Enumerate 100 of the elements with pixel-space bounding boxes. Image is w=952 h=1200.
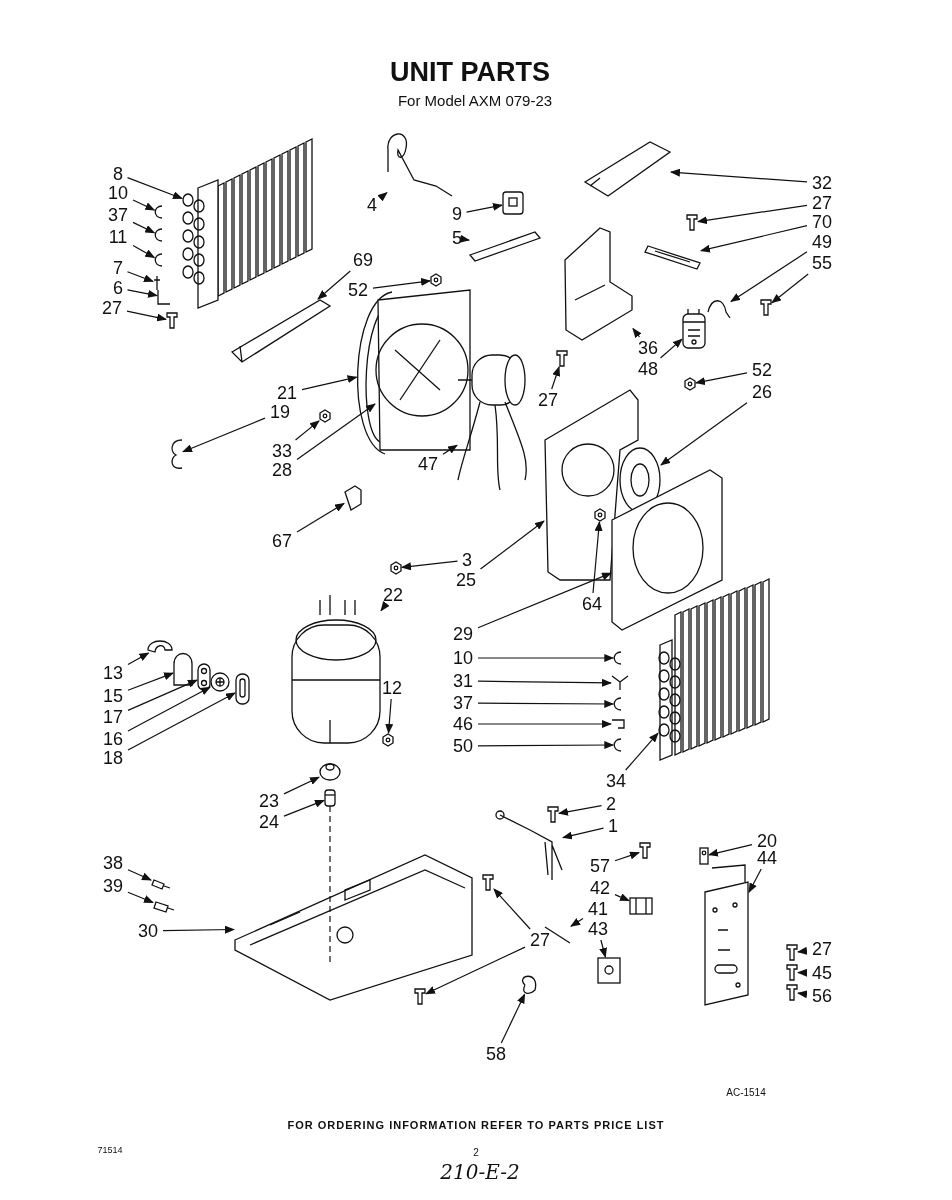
callout-number: 24 <box>259 812 279 832</box>
screw-drawing <box>166 312 178 329</box>
condenser-coil-drawing <box>182 137 313 309</box>
bar-drawing <box>468 231 542 262</box>
leader-line <box>570 918 584 927</box>
leader-line <box>127 679 198 711</box>
leader-line <box>477 572 612 629</box>
leader-line <box>592 521 603 594</box>
bracket-drawing <box>197 663 211 691</box>
sleeve-drawing <box>324 789 336 807</box>
panel-drawing <box>584 141 672 197</box>
callout-number: 16 <box>103 729 123 749</box>
leader-line <box>697 204 808 225</box>
leader-line <box>614 851 640 862</box>
callout-number: 23 <box>259 791 279 811</box>
callout-number: 38 <box>103 853 123 873</box>
leader-line <box>294 420 320 441</box>
callout-number: 9 <box>452 204 462 224</box>
title: UNIT PARTS <box>390 56 550 88</box>
leader-line <box>670 168 808 183</box>
leader-line <box>127 869 152 881</box>
capacitor-drawing <box>682 308 706 349</box>
callout-number: 69 <box>353 250 373 270</box>
callout-number: 4 <box>367 195 377 215</box>
bar-drawing <box>231 299 332 363</box>
leader-line <box>127 891 154 904</box>
callout-number: 52 <box>752 360 772 380</box>
callout-number: 20 <box>757 831 777 851</box>
tube-fitting-drawing <box>613 697 622 711</box>
callout-number: 37 <box>108 205 128 225</box>
screw-drawing <box>760 299 772 316</box>
fan-motor-drawing <box>457 354 527 491</box>
leader-line <box>797 990 808 999</box>
tube-fitting-drawing <box>154 205 163 219</box>
callout-number: 13 <box>103 663 123 683</box>
leader-line <box>459 234 470 243</box>
control-panel-drawing <box>704 864 749 1006</box>
nut-drawing <box>684 377 696 391</box>
leader-line <box>162 925 235 934</box>
fan-shroud-drawing <box>375 289 471 451</box>
leader-line <box>558 805 603 816</box>
callout-number: 58 <box>486 1044 506 1064</box>
leader-line <box>126 271 154 283</box>
screw-drawing <box>556 350 568 367</box>
leader-line <box>493 888 531 930</box>
callout-number: 67 <box>272 531 292 551</box>
callout-number: 17 <box>103 707 123 727</box>
callout-number: 27 <box>812 193 832 213</box>
leader-line <box>127 692 236 751</box>
callout-number: 37 <box>453 693 473 713</box>
gasket-drawing <box>173 652 193 686</box>
nut-drawing <box>390 561 402 575</box>
switch-drawing <box>597 957 621 984</box>
leader-line <box>442 444 458 455</box>
leader-line <box>551 366 560 390</box>
assembly-guide-line <box>329 805 331 965</box>
leader-line <box>477 699 615 708</box>
callout-number: 39 <box>103 876 123 896</box>
tube-fitting-drawing <box>613 651 622 665</box>
leader-line <box>660 402 748 466</box>
terminal-drawing <box>153 901 175 913</box>
leader-line <box>377 191 388 202</box>
callout-number: 1 <box>608 816 618 836</box>
leader-line <box>695 372 748 385</box>
callout-number: 11 <box>108 227 128 247</box>
leader-line <box>127 686 211 732</box>
callout-number: 8 <box>113 164 123 184</box>
nut-drawing <box>382 733 394 747</box>
callout-number: 43 <box>588 919 608 939</box>
wire-harness-drawing <box>495 810 563 881</box>
callout-number: 12 <box>382 678 402 698</box>
leader-line <box>477 678 612 687</box>
ordering-note: FOR ORDERING INFORMATION REFER TO PARTS PRICE LIST <box>287 1119 665 1131</box>
grommet-drawing <box>319 763 341 781</box>
callout-number: 28 <box>272 460 292 480</box>
screw-drawing <box>482 874 494 891</box>
leader-line <box>700 225 808 253</box>
callout-number: 27 <box>102 298 122 318</box>
callout-number: 30 <box>138 921 158 941</box>
callout-number: 32 <box>812 173 832 193</box>
hook-drawing <box>171 439 183 469</box>
leader-line <box>126 310 167 322</box>
leader-line <box>477 741 615 750</box>
figure-code: 71514 <box>97 1145 123 1155</box>
clamp-drawing <box>699 847 709 865</box>
screw-drawing <box>786 944 798 961</box>
callout-number: 6 <box>113 278 123 298</box>
leader-line <box>401 560 459 571</box>
leader-line <box>372 278 431 289</box>
heater-wire-drawing <box>387 133 453 197</box>
leader-line <box>126 177 183 200</box>
wire-drawing <box>707 300 731 319</box>
tube-fitting-drawing <box>154 228 163 242</box>
leader-line <box>182 417 266 453</box>
leader-line <box>132 199 156 211</box>
callout-number: 10 <box>453 648 473 668</box>
thermostat-drawing <box>502 191 524 215</box>
leader-line <box>283 776 320 795</box>
callout-number: 19 <box>270 402 290 422</box>
bracket-drawing <box>564 227 633 341</box>
